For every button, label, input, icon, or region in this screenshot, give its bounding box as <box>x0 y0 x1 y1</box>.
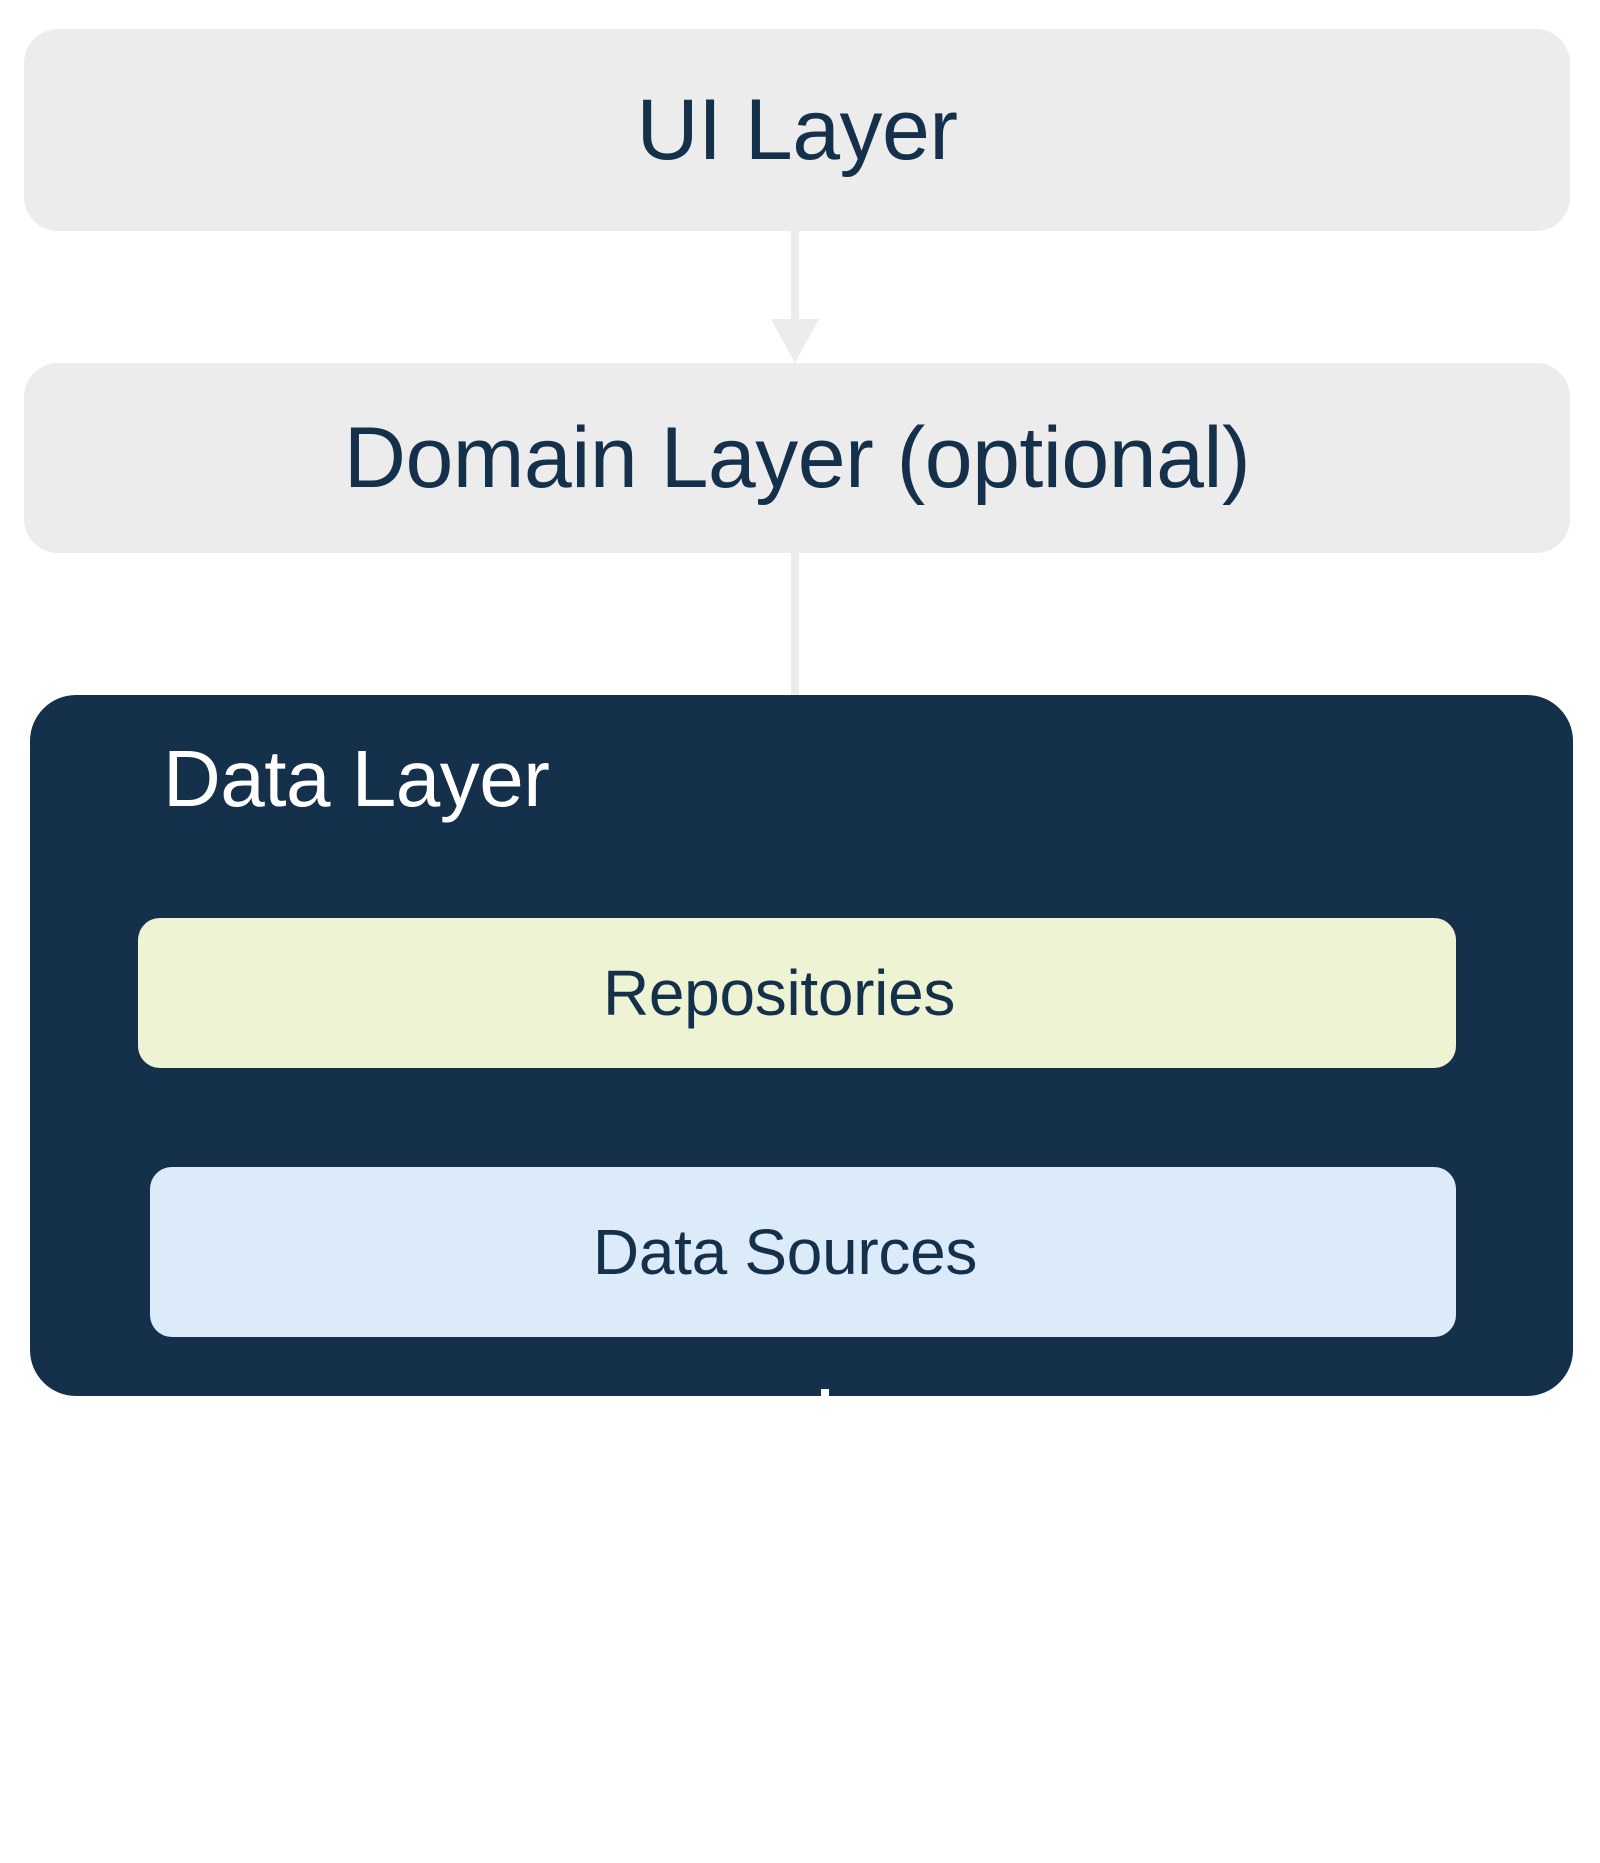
data-sources-box[interactable]: Data Sources <box>150 1167 1456 1337</box>
ui-layer-box[interactable]: UI Layer <box>24 29 1570 231</box>
data-layer-label: Data Layer <box>163 734 550 823</box>
ui-layer-label: UI Layer <box>636 82 958 178</box>
repositories-box[interactable]: Repositories <box>138 918 1456 1068</box>
architecture-diagram: UI Layer Domain Layer (optional) Data La… <box>24 29 1573 1863</box>
arrow-domain-to-repositories-shaft-icon <box>791 553 799 696</box>
domain-layer-label: Domain Layer (optional) <box>343 410 1251 506</box>
repositories-label: Repositories <box>602 957 956 1029</box>
data-sources-label: Data Sources <box>592 1216 978 1288</box>
arrow-ui-to-domain-icon <box>771 231 819 363</box>
domain-layer-box[interactable]: Domain Layer (optional) <box>24 363 1570 553</box>
arrow-repositories-to-data-sources-icon <box>801 1762 849 1863</box>
arrow-domain-to-repositories-head-icon <box>801 1389 849 1614</box>
data-layer-box[interactable]: Data Layer Repositories Data Sources <box>30 695 1573 1863</box>
